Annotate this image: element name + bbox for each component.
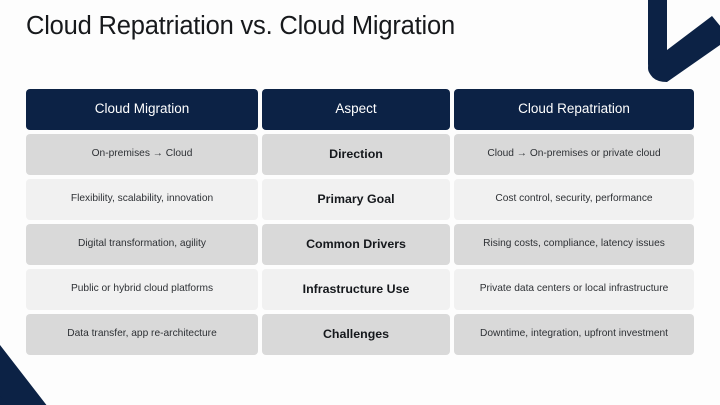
cell-aspect: Direction [262,134,450,175]
cell-aspect: Common Drivers [262,224,450,265]
table-row: Data transfer, app re-architecture Chall… [26,314,694,355]
column-header-aspect: Aspect [262,89,450,130]
cell-repatriation: Rising costs, compliance, latency issues [454,224,694,265]
column-header-cloud-repatriation: Cloud Repatriation [454,89,694,130]
table-header-row: Cloud Migration Aspect Cloud Repatriatio… [26,89,694,130]
cell-migration: Data transfer, app re-architecture [26,314,258,355]
cell-repatriation: Private data centers or local infrastruc… [454,269,694,310]
cell-migration: On-premises → Cloud [26,134,258,175]
comparison-table: Cloud Migration Aspect Cloud Repatriatio… [26,89,694,355]
cell-aspect: Primary Goal [262,179,450,220]
column-header-cloud-migration: Cloud Migration [26,89,258,130]
cell-aspect: Challenges [262,314,450,355]
table-row: Digital transformation, agility Common D… [26,224,694,265]
table-row: On-premises → Cloud Direction Cloud → On… [26,134,694,175]
cell-repatriation: Downtime, integration, upfront investmen… [454,314,694,355]
page-title: Cloud Repatriation vs. Cloud Migration [26,12,455,40]
cell-repatriation: Cloud → On-premises or private cloud [454,134,694,175]
table-row: Flexibility, scalability, innovation Pri… [26,179,694,220]
cell-migration: Digital transformation, agility [26,224,258,265]
arrow-down-right-icon [648,0,720,82]
cell-migration: Public or hybrid cloud platforms [26,269,258,310]
cell-aspect: Infrastructure Use [262,269,450,310]
table-row: Public or hybrid cloud platforms Infrast… [26,269,694,310]
cell-migration: Flexibility, scalability, innovation [26,179,258,220]
cell-repatriation: Cost control, security, performance [454,179,694,220]
